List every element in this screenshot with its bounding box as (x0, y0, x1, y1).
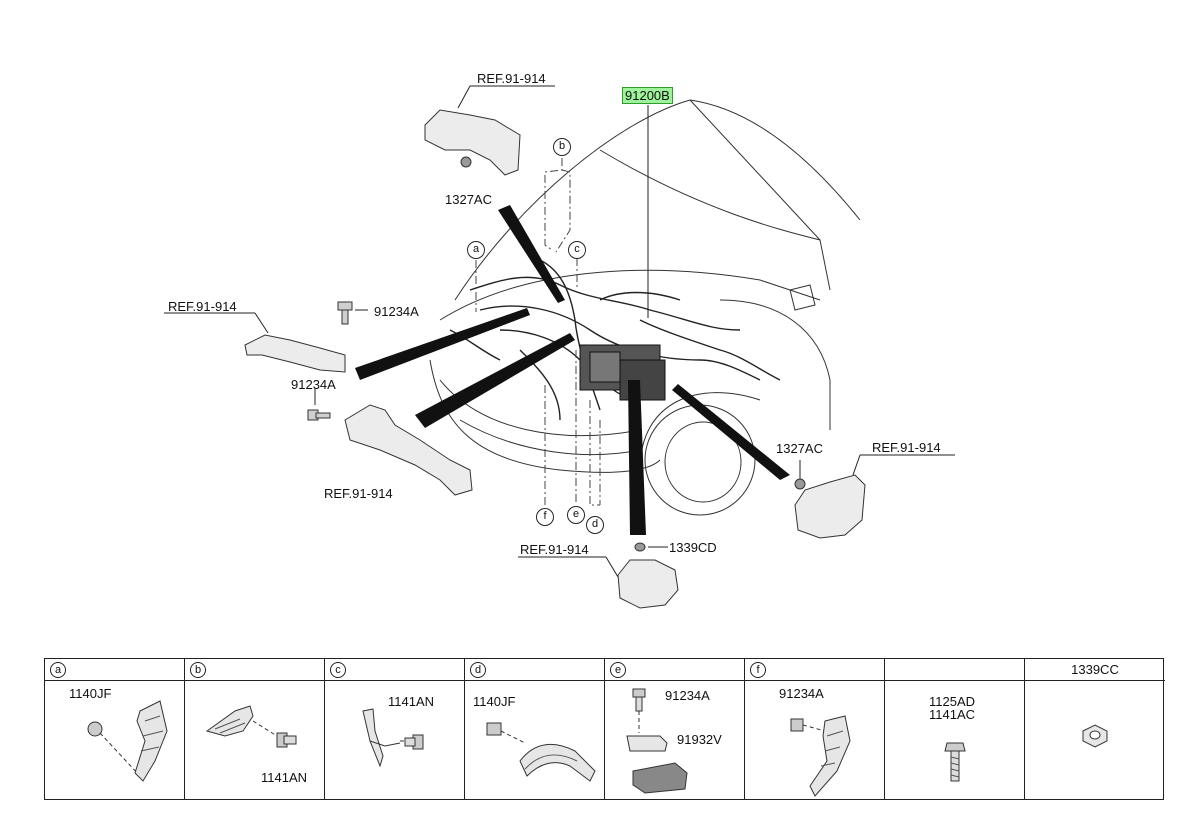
cell-header: a (45, 659, 185, 681)
cell-letter: f (750, 662, 766, 678)
lower-left-bracket (344, 404, 473, 496)
cell-header (885, 659, 1025, 681)
table-cell-d: d 1140JF (465, 659, 605, 799)
connector-illustration (626, 688, 688, 794)
wheel-arch (639, 392, 761, 471)
part-label: 1141AN (388, 694, 435, 709)
clip-illustration (790, 715, 851, 797)
fender-line (719, 299, 831, 430)
right-bracket (794, 474, 866, 539)
bolt-left-2-label: 91234A (291, 377, 336, 392)
bolt-left-1-label: 91234A (374, 304, 419, 319)
callout-f: f (536, 508, 554, 526)
cell-letter: b (190, 662, 206, 678)
cell-header: b (185, 659, 325, 681)
cell-letter: e (610, 662, 626, 678)
cell-letter: d (470, 662, 486, 678)
ref-bottom-center-label: REF.91-914 (520, 542, 589, 557)
front-wheel (644, 404, 756, 516)
callout-b: b (553, 138, 571, 156)
leader-wedge-top (498, 205, 565, 303)
callout-e: e (567, 506, 585, 524)
part-label: 1125AD (929, 694, 976, 709)
leader-wedge-right (672, 384, 790, 480)
bottom-bracket (617, 559, 679, 609)
ref-top-label: REF.91-914 (477, 71, 546, 86)
table-cell-bolt: 1125AD 1141AC (885, 659, 1025, 799)
table-cell-c: c 1141AN (325, 659, 465, 799)
cell-header: e (605, 659, 745, 681)
part-label: 1140JF (473, 694, 516, 709)
leader-wedge-bottom (628, 380, 646, 535)
harness-part-number[interactable]: 91200B (622, 87, 673, 104)
nut-bottom-label: 1339CD (669, 540, 717, 555)
part-label: 91234A (779, 686, 824, 701)
bolt-right-label: 1327AC (776, 441, 823, 456)
ref-bottom-left-label: REF.91-914 (324, 486, 393, 501)
table-cell-e: e 91234A 91932V (605, 659, 745, 799)
clip-illustration (87, 700, 168, 782)
nut-illustration (1082, 724, 1108, 748)
cell-header: 1339CC (1025, 659, 1165, 681)
bolt-top-label: 1327AC (445, 192, 492, 207)
part-label: 1140JF (69, 686, 112, 701)
front-wheel-inner (664, 421, 742, 503)
windshield-line (599, 149, 821, 241)
callout-c: c (568, 241, 586, 259)
part-label: 91234A (665, 688, 710, 703)
top-bracket (424, 109, 521, 176)
left-bracket (244, 334, 346, 373)
cell-header: d (465, 659, 605, 681)
part-label: 91932V (677, 732, 722, 747)
table-cell-a: a 1140JF (45, 659, 185, 799)
leader-wedge-left (355, 308, 530, 380)
cell-header: f (745, 659, 885, 681)
part-label: 1141AC (929, 707, 976, 722)
table-cell-b: b 1141AN (185, 659, 325, 799)
leader-wedge-left2 (415, 333, 575, 428)
table-cell-nut: 1339CC (1025, 659, 1165, 799)
lower-grille (459, 419, 641, 456)
callout-a: a (467, 241, 485, 259)
table-cell-f: f 91234A (745, 659, 885, 799)
cell-header: c (325, 659, 465, 681)
bracket-illustration (205, 705, 297, 748)
cell-title: 1339CC (1071, 662, 1119, 677)
clip-illustration (362, 708, 424, 768)
hood-front-edge (439, 269, 821, 321)
ref-left-label: REF.91-914 (168, 299, 237, 314)
harness-clip-illustration (486, 722, 596, 782)
ref-right-label: REF.91-914 (872, 440, 941, 455)
cell-letter: c (330, 662, 346, 678)
part-label: 1141AN (261, 770, 308, 785)
mirror (789, 284, 816, 311)
a-pillar (689, 99, 831, 291)
cell-letter: a (50, 662, 66, 678)
callout-d: d (586, 516, 604, 534)
parts-table: a 1140JF b 1141AN c 1141AN (44, 658, 1165, 800)
bolt-illustration (944, 742, 966, 782)
